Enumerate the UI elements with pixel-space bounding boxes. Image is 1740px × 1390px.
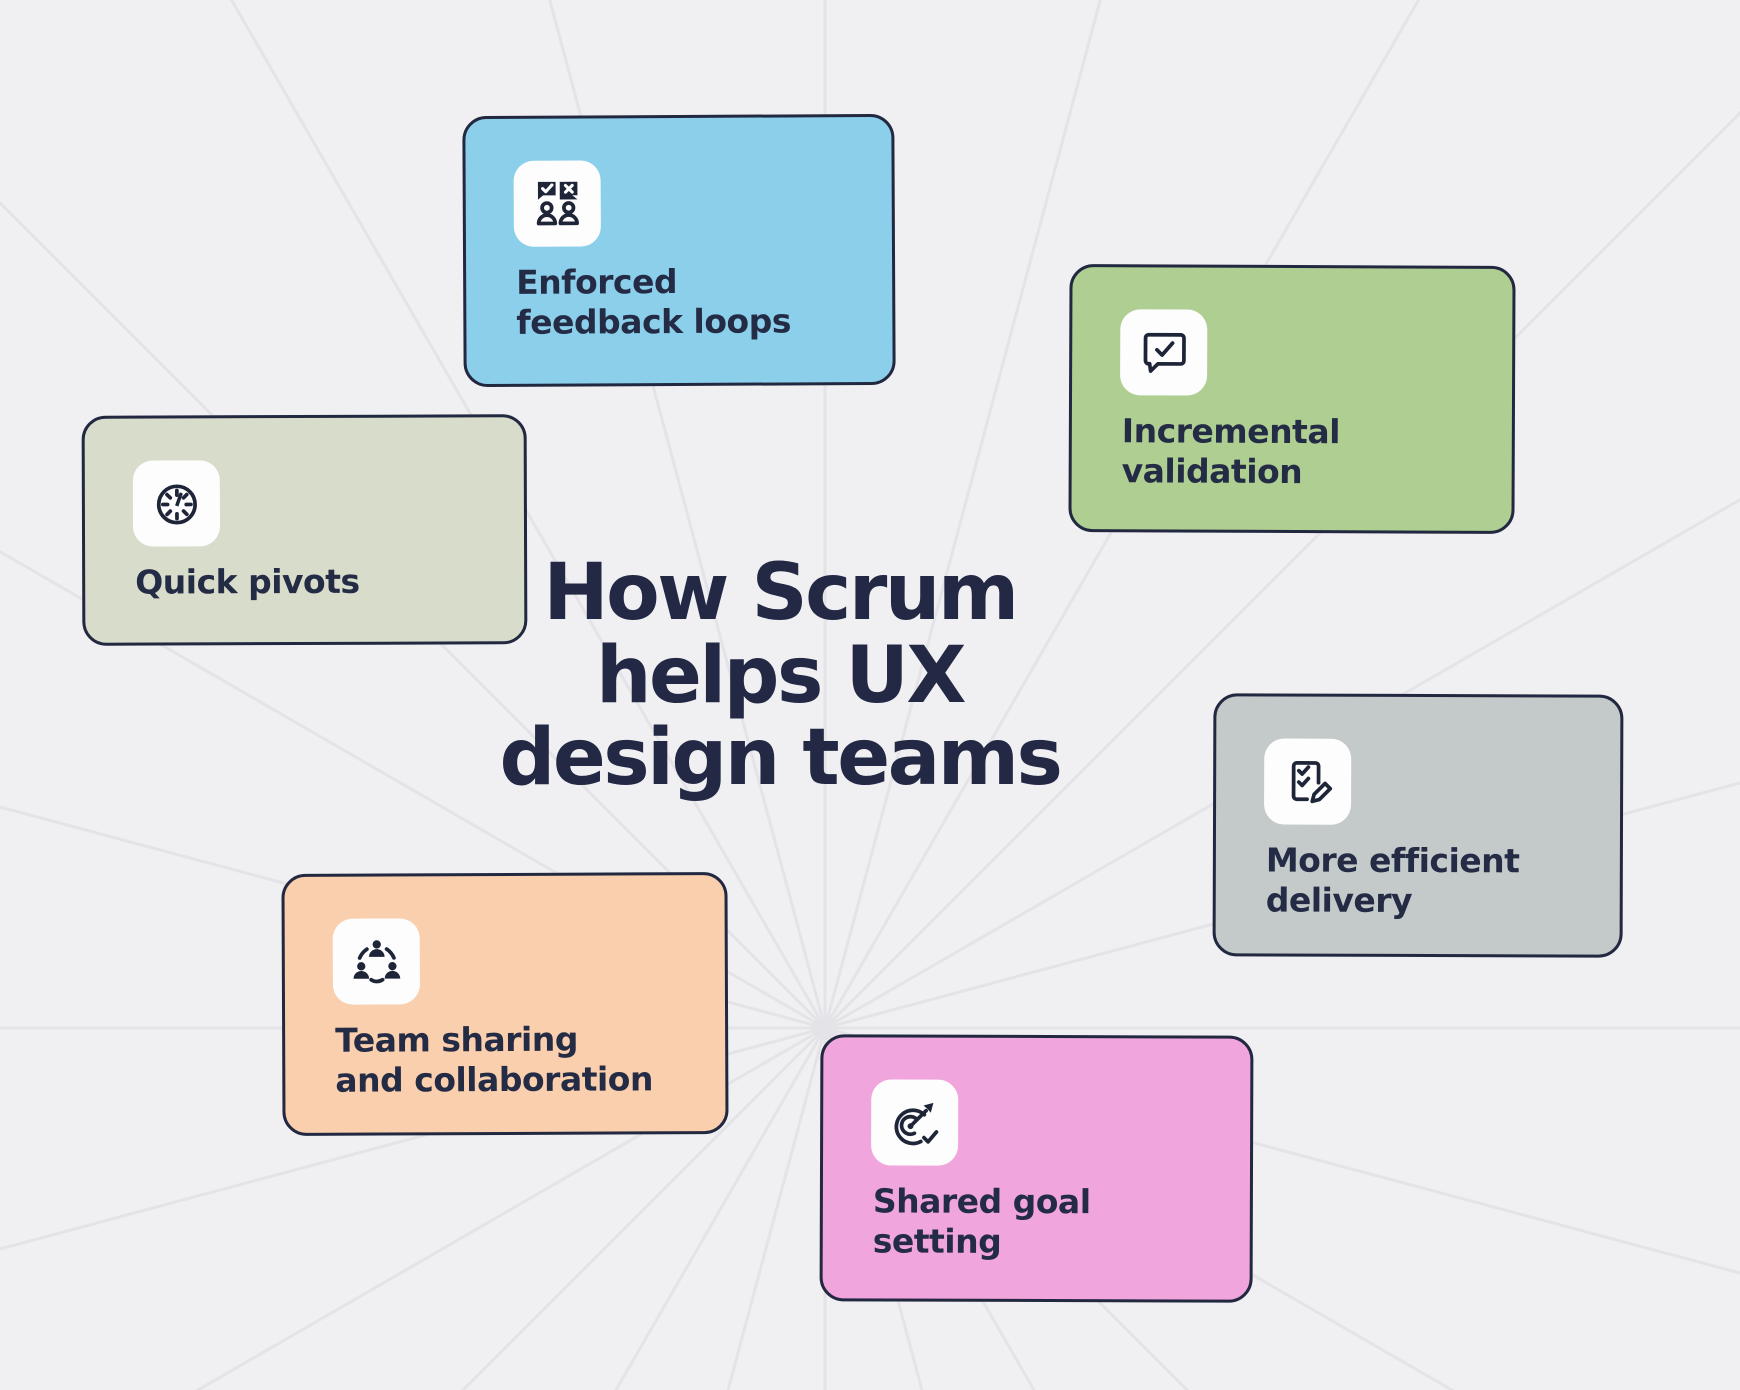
icon-tile — [1120, 309, 1208, 396]
card-label: Shared goal setting — [872, 1181, 1091, 1261]
card-label: Quick pivots — [135, 561, 360, 602]
card-label: Team sharing and collaboration — [335, 1019, 654, 1100]
page-title: How Scrum helps UX design teams — [499, 548, 1063, 804]
card-team-sharing-and-collaboration: Team sharing and collaboration — [281, 872, 729, 1136]
people-feedback-icon — [536, 181, 579, 226]
card-quick-pivots: Quick pivots — [81, 414, 528, 646]
icon-tile — [1264, 738, 1352, 825]
checklist-pencil-icon — [1291, 761, 1332, 804]
card-label: Incremental validation — [1121, 411, 1341, 491]
card-shared-goal-setting: Shared goal setting — [819, 1034, 1254, 1303]
card-label: Enforced feedback loops — [516, 262, 792, 342]
icon-tile — [132, 460, 221, 547]
speech-check-icon — [1143, 332, 1186, 373]
card-incremental-validation: Incremental validation — [1068, 264, 1516, 534]
team-circle-icon — [353, 940, 400, 984]
card-more-efficient-delivery: More efficient delivery — [1212, 693, 1624, 958]
timer-icon — [156, 484, 197, 525]
card-enforced-feedback-loops: Enforced feedback loops — [462, 113, 896, 388]
target-arrow-icon — [894, 1102, 938, 1146]
icon-tile — [871, 1079, 959, 1166]
icon-tile — [513, 160, 601, 247]
card-label: More efficient delivery — [1265, 840, 1520, 920]
icon-tile — [332, 918, 421, 1005]
